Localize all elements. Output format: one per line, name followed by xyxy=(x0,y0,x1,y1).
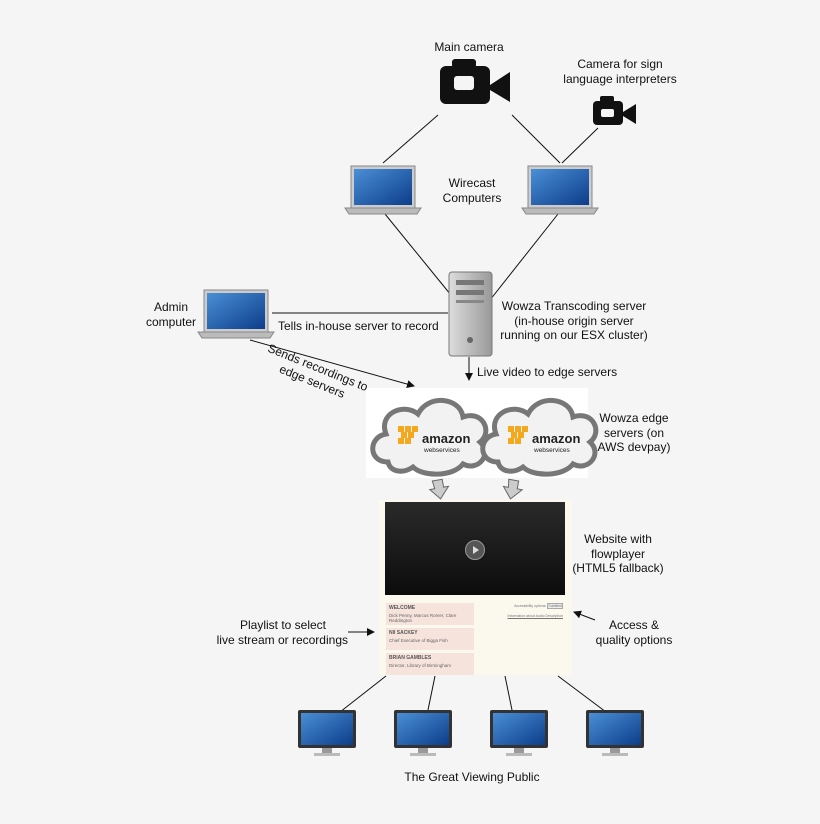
connector-lines xyxy=(249,114,607,713)
monitor-icon xyxy=(394,710,452,756)
wirecast-laptop-icon xyxy=(521,165,599,215)
server-tower-icon xyxy=(448,271,493,357)
accessibility-options[interactable]: Accessibility options: Subtitled xyxy=(514,603,563,609)
play-icon[interactable] xyxy=(465,540,485,560)
live-video-label: Live video to edge servers xyxy=(477,365,618,379)
main-camera-label: Main camera xyxy=(434,40,504,54)
svg-text:amazon: amazon xyxy=(422,431,470,446)
video-player[interactable] xyxy=(385,502,565,595)
wowza-transcoding-label: Wowza Transcoding server(in-house origin… xyxy=(500,299,648,342)
wirecast-laptop-icon xyxy=(344,165,422,215)
svg-text:webservices: webservices xyxy=(423,447,461,454)
svg-text:webservices: webservices xyxy=(533,447,571,454)
monitor-icon xyxy=(490,710,548,756)
main-camera-icon xyxy=(440,59,510,104)
tells-label: Tells in-house server to record xyxy=(278,319,439,333)
monitor-icon xyxy=(586,710,644,756)
down-arrow-icon xyxy=(502,478,524,500)
audio-description-link[interactable]: Information about Audio Description xyxy=(507,614,563,618)
monitor-icon xyxy=(298,710,356,756)
viewing-public-label: The Great Viewing Public xyxy=(404,770,540,784)
sign-camera-icon xyxy=(593,96,636,125)
access-label: Access &quality options xyxy=(595,618,673,647)
svg-text:amazon: amazon xyxy=(532,431,580,446)
down-arrow-icon xyxy=(428,478,450,500)
